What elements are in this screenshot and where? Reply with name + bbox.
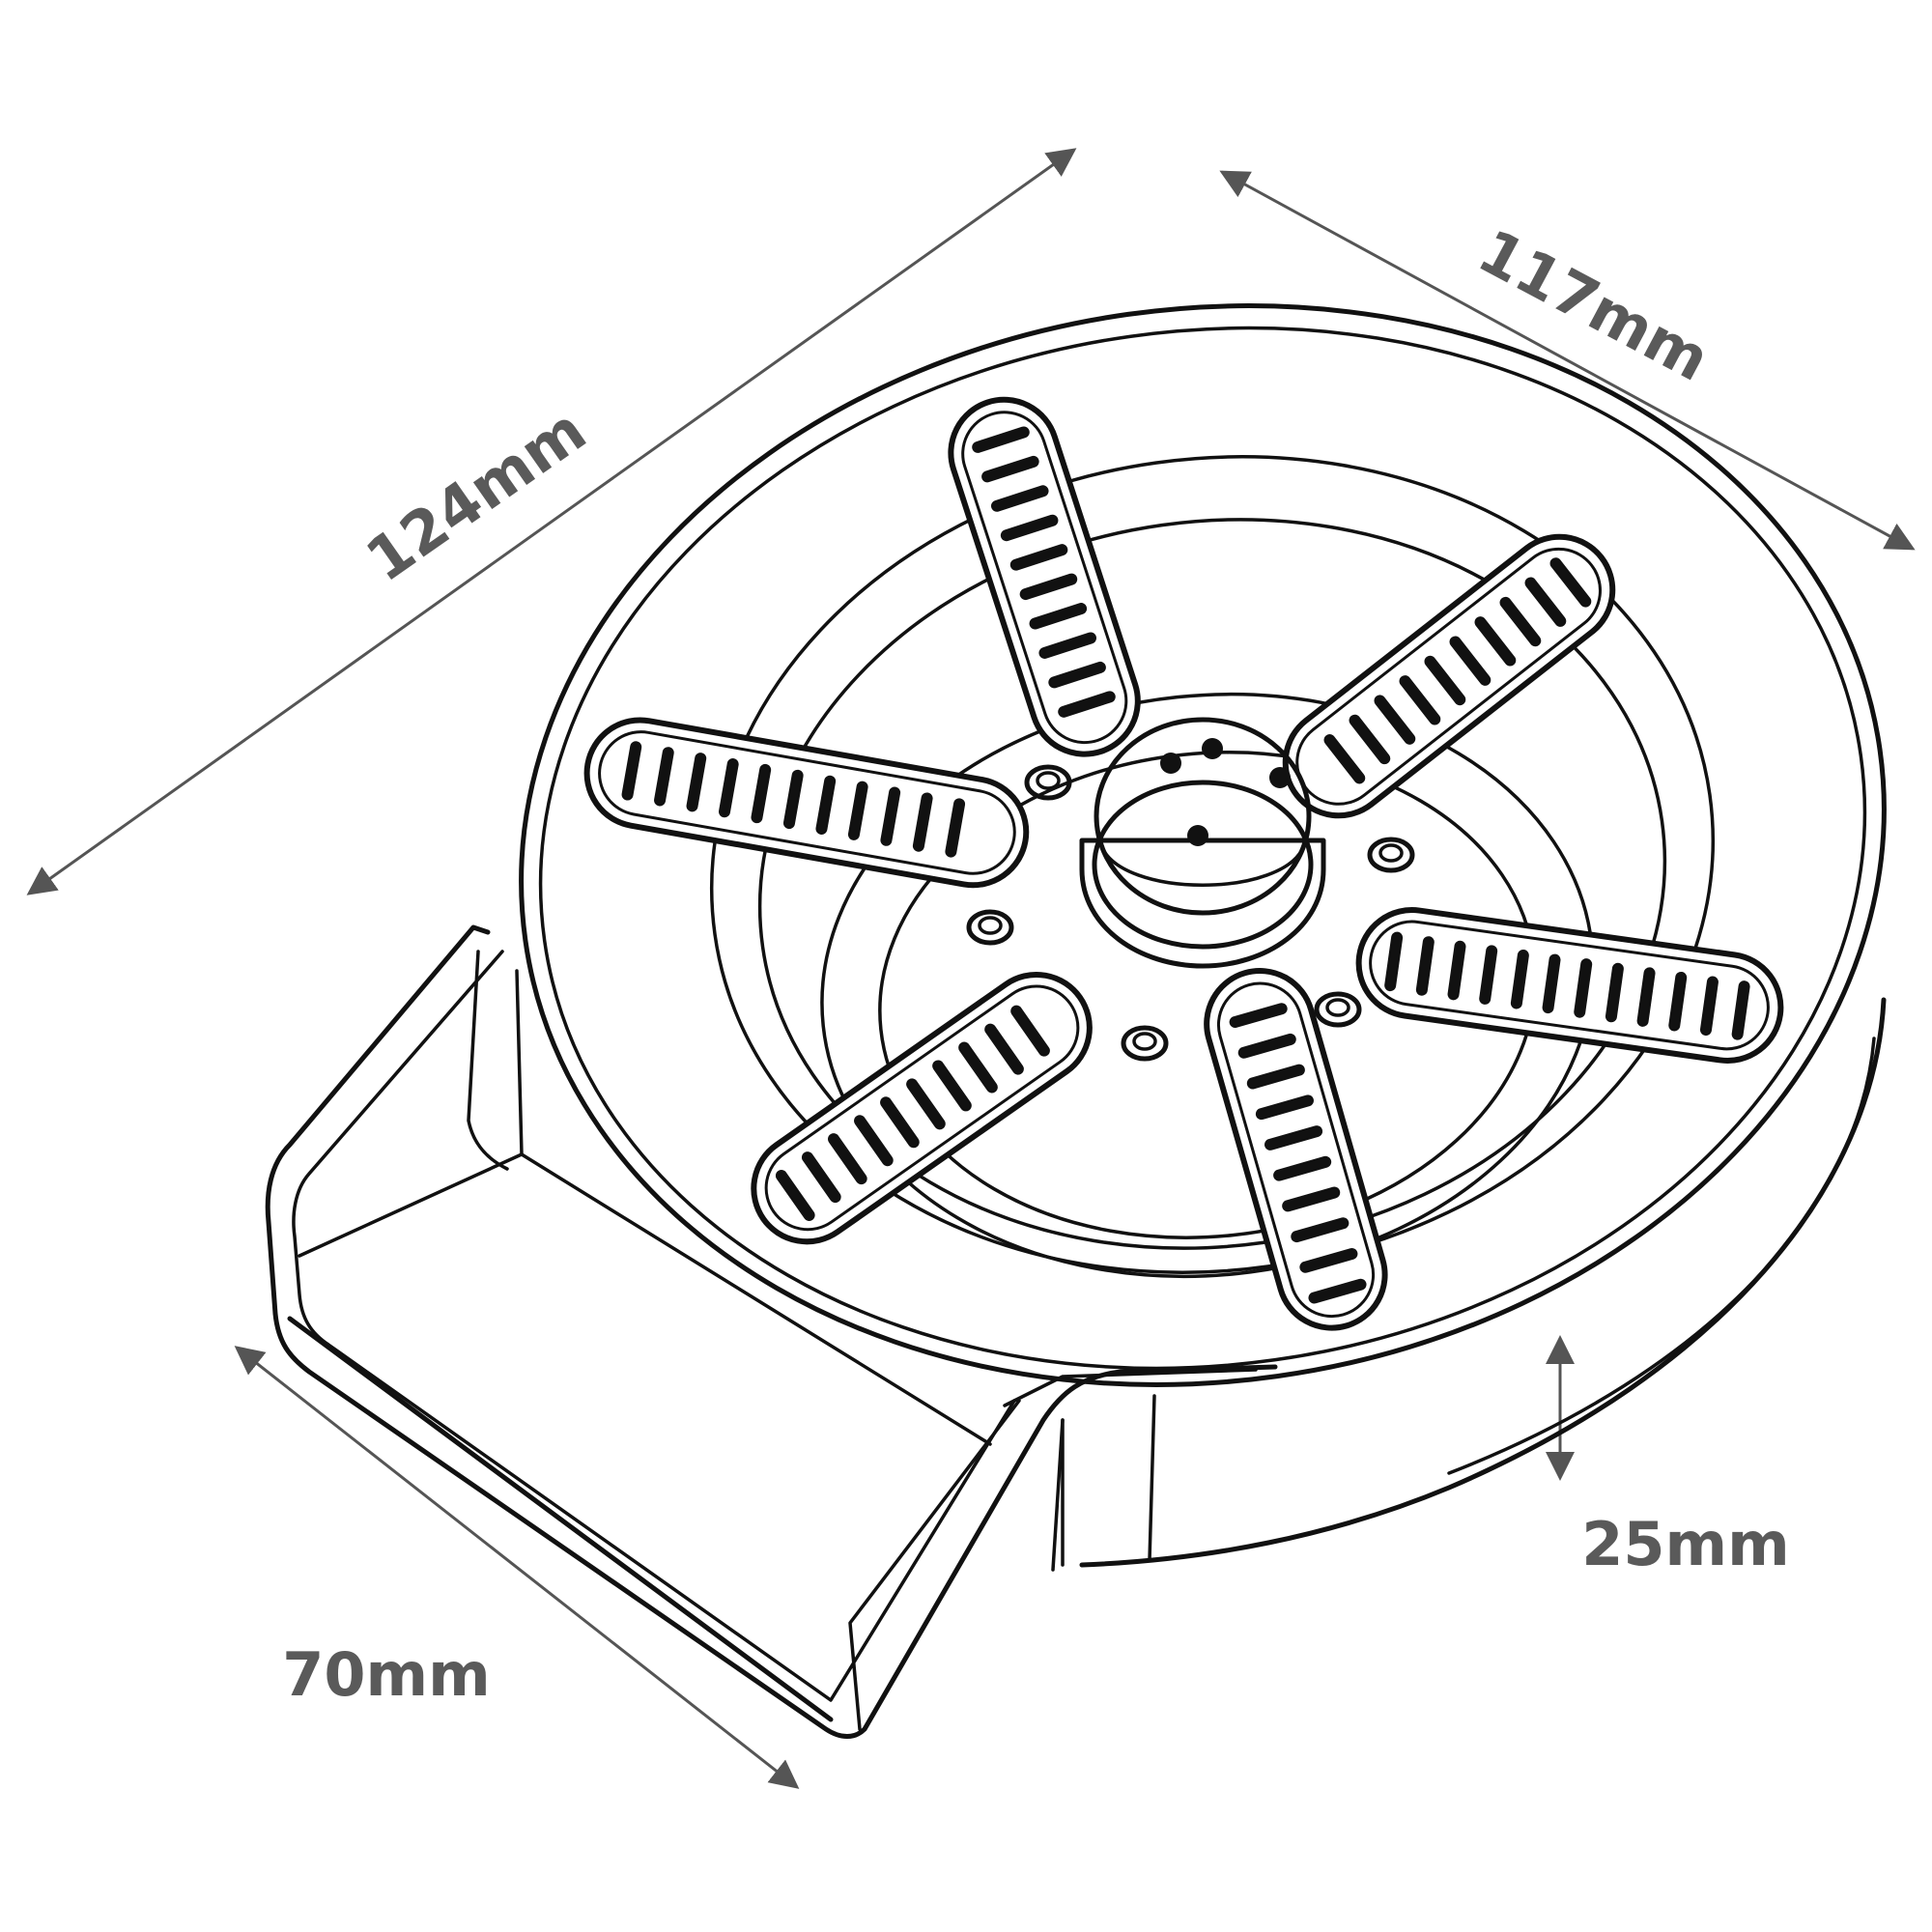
width-label: 117mm: [1467, 215, 1721, 395]
width-dimension-line: [1219, 170, 1916, 551]
arm-right: [1355, 907, 1784, 1064]
center-hub: [1079, 717, 1326, 969]
arm-bottom-right: [1204, 968, 1388, 1331]
spout-label: 70mm: [282, 1639, 491, 1710]
base-body: [519, 303, 1887, 1568]
arm-upper-right: [1282, 533, 1616, 819]
height-label: 25mm: [1581, 1509, 1790, 1579]
spout-tray: [265, 924, 1278, 1739]
hub-nozzle-holes: [1160, 738, 1291, 846]
nozzle-arms: [583, 396, 1784, 1331]
arm-top: [948, 396, 1141, 757]
mounting-holes: [966, 764, 1415, 1062]
arm-left: [583, 717, 1030, 889]
length-label: 124mm: [354, 394, 599, 595]
spout-dimension-line: [234, 1346, 800, 1789]
arm-bottom-left: [751, 971, 1093, 1245]
length-dimension-line: [26, 148, 1077, 895]
